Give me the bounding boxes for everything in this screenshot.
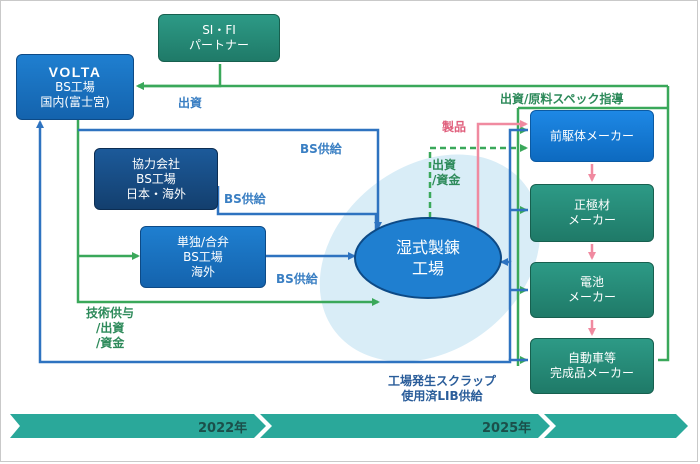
volta-line-2: 国内(富士宮) bbox=[40, 95, 110, 109]
tandoku-node[interactable]: 単独/合弁 BS工場 海外 bbox=[140, 226, 266, 288]
timeline-year-2025: 2025年 bbox=[482, 421, 532, 436]
si-fi-partner-node[interactable]: SI・FI パートナー bbox=[158, 14, 280, 62]
label-investment: 出資 bbox=[178, 96, 203, 110]
si-fi-line-1: SI・FI bbox=[202, 23, 236, 37]
kyoryoku-line-2: BS工場 bbox=[136, 171, 176, 186]
cathode-line-1: 正極材 bbox=[573, 198, 610, 212]
timeline-segment-2022 bbox=[10, 414, 266, 438]
precursor-maker-node[interactable]: 前駆体メーカー bbox=[530, 110, 654, 162]
line-tech-volta-down bbox=[76, 120, 380, 306]
arrow-sifi-volta bbox=[136, 64, 222, 90]
label-tech-transfer: 技術供与 /出資 /資金 bbox=[86, 306, 135, 350]
kyoryoku-line-3: 日本・海外 bbox=[125, 186, 186, 201]
label-bs-supply-2: BS供給 bbox=[224, 192, 266, 206]
refinery-ellipse[interactable] bbox=[354, 217, 502, 299]
battery-line-1: 電池 bbox=[579, 275, 604, 289]
timeline-segment-future bbox=[544, 414, 688, 438]
kyoryoku-node[interactable]: 協力会社 BS工場 日本・海外 bbox=[94, 148, 218, 210]
battery-maker-node[interactable]: 電池 メーカー bbox=[530, 262, 654, 318]
arrow-bs-supply-volta bbox=[78, 128, 382, 230]
arrow-product bbox=[476, 120, 528, 232]
refinery-line-2: 工場 bbox=[411, 259, 444, 278]
tandoku-line-3: 海外 bbox=[190, 264, 215, 279]
automaker-node[interactable]: 自動車等 完成品メーカー bbox=[530, 338, 654, 394]
timeline-segment-2025 bbox=[260, 414, 550, 438]
automaker-line-2: 完成品メーカー bbox=[549, 366, 634, 380]
line-scrap-loop bbox=[36, 120, 528, 364]
label-investment-spec: 出資/原料スペック指導 bbox=[500, 92, 624, 106]
refinery-line-1: 湿式製錬 bbox=[395, 238, 460, 257]
refinery-node-label: 湿式製錬 工場 bbox=[362, 232, 494, 284]
cathode-maker-node[interactable]: 正極材 メーカー bbox=[530, 184, 654, 242]
line-scrap-right bbox=[508, 128, 528, 262]
tandoku-line-1: 単独/合弁 bbox=[176, 234, 230, 249]
label-bs-supply-1: BS供給 bbox=[300, 142, 342, 156]
arrow-invest-fund bbox=[428, 144, 528, 228]
arrow-bs-supply-kyoryoku bbox=[216, 186, 378, 230]
label-bs-supply-3: BS供給 bbox=[276, 272, 318, 286]
automaker-line-1: 自動車等 bbox=[567, 351, 616, 365]
label-invest-fund: 出資 /資金 bbox=[432, 158, 461, 187]
timeline-year-2022: 2022年 bbox=[198, 421, 248, 436]
line-spec-guidance bbox=[658, 86, 670, 362]
battery-line-2: メーカー bbox=[567, 290, 616, 304]
volta-node[interactable]: VOLTA BS工場 国内(富士宮) bbox=[16, 54, 134, 120]
volta-logo: VOLTA bbox=[48, 64, 102, 80]
si-fi-line-2: パートナー bbox=[188, 38, 249, 52]
kyoryoku-line-1: 協力会社 bbox=[131, 156, 180, 171]
tandoku-line-2: BS工場 bbox=[183, 249, 223, 264]
volta-line-1: BS工場 bbox=[55, 80, 95, 94]
label-scrap-supply: 工場発生スクラップ 使用済LIB供給 bbox=[388, 374, 497, 403]
label-product: 製品 bbox=[442, 120, 467, 134]
precursor-line-1: 前駆体メーカー bbox=[549, 128, 634, 143]
cathode-line-2: メーカー bbox=[567, 213, 616, 227]
